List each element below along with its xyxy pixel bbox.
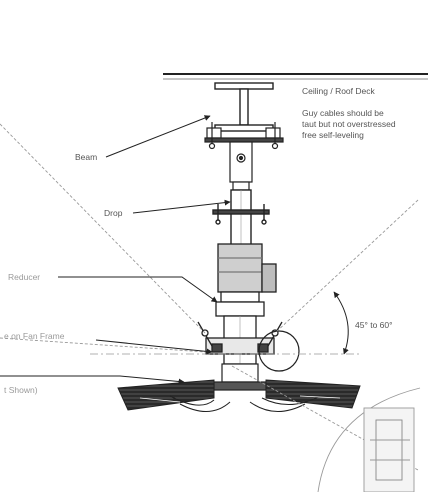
drop-bracket	[229, 141, 253, 191]
fan-hub	[213, 363, 267, 391]
ceiling-deck	[163, 73, 428, 80]
beam-clamp	[204, 122, 284, 150]
guy-cable-note-line-1: Guy cables should be	[302, 108, 384, 118]
drop-label: Drop	[104, 208, 123, 218]
leader-lines	[0, 115, 231, 385]
detail-view	[317, 387, 421, 492]
i-beam	[214, 82, 274, 132]
fan-frame-label: e on Fan Frame	[4, 331, 65, 341]
not-shown-label: t Shown)	[4, 385, 38, 395]
ceiling-label: Ceiling / Roof Deck	[302, 86, 376, 96]
angle-label: 45° to 60°	[355, 320, 393, 330]
angle-arc	[333, 291, 349, 355]
reducer	[215, 301, 265, 365]
guy-cables	[0, 123, 419, 471]
guy-cable-note-line-2: taut but not overstressed	[302, 119, 396, 129]
detail-callout-circle	[258, 330, 300, 372]
beam-label: Beam	[75, 152, 97, 162]
reducer-label: Reducer	[8, 272, 40, 282]
guy-cable-note-line-3: free self-leveling	[302, 130, 364, 140]
motor	[217, 243, 277, 303]
